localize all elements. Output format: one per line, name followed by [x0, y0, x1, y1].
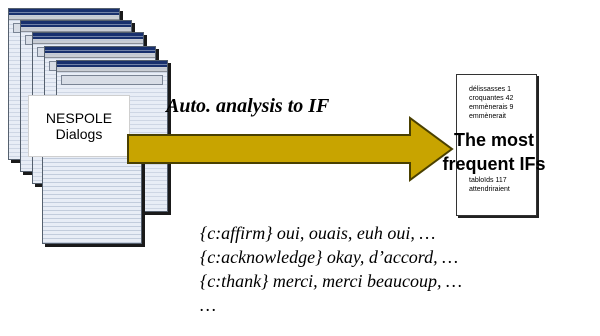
result-label: The most frequent IFs	[414, 128, 574, 176]
dialog-window-6	[42, 150, 142, 244]
source-label-line1: NESPOLE	[45, 110, 113, 126]
word-item: emmènerais 9	[469, 104, 514, 111]
process-label: Auto. analysis to IF	[166, 95, 330, 117]
word-item: croquantes 42	[469, 95, 514, 102]
word-list-bottom: tabloïds 117 attendriraient	[469, 176, 510, 194]
result-label-line1: The most	[453, 130, 534, 150]
word-item: délissasses 1	[469, 86, 512, 93]
example-list: {c:affirm} oui, ouais, euh oui, … {c:ack…	[200, 221, 462, 317]
source-label-line2: Dialogs	[55, 126, 103, 142]
arrow-shape	[127, 116, 454, 182]
word-item: attendriraient	[469, 186, 510, 193]
result-label-line2: frequent IFs	[442, 154, 546, 174]
result-document: délissasses 1 croquantes 42 emmènerais 9…	[456, 74, 537, 216]
example-line: {c:acknowledge} okay, d’accord, …	[200, 247, 459, 267]
example-line: …	[200, 295, 217, 315]
word-list-top: délissasses 1 croquantes 42 emmènerais 9…	[469, 85, 513, 121]
word-item: emmènerait	[469, 113, 506, 120]
source-label: NESPOLE Dialogs	[28, 95, 130, 157]
word-item: tabloïds 117	[469, 177, 507, 184]
example-line: {c:thank} merci, merci beaucoup, …	[200, 271, 462, 291]
example-line: {c:affirm} oui, ouais, euh oui, …	[200, 223, 436, 243]
